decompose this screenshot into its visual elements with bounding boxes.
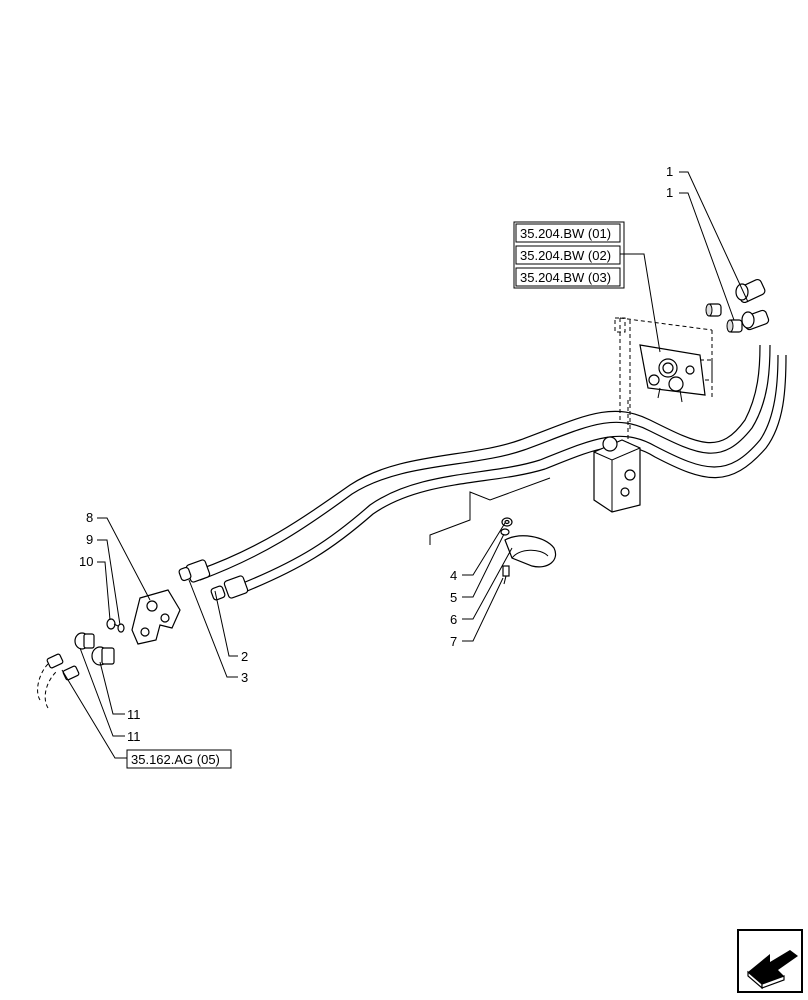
callout-labels: 1 1 2 3 4 5 6 7 8 9 10 11 11: [79, 164, 673, 744]
quick-coupler-couplings: [37, 653, 80, 709]
clamp-washer: [500, 528, 510, 536]
valve-block: [593, 317, 713, 513]
reference-35-204-bw-01[interactable]: 35.204.BW (01): [515, 223, 621, 243]
next-page-arrow-icon[interactable]: [737, 929, 803, 993]
callout-1-upper: 1: [666, 164, 673, 179]
hose-end-fitting-3: [210, 575, 249, 601]
valve-lower-block: [593, 436, 641, 513]
mounting-bracket: [131, 589, 181, 645]
adapter-1-lower: [726, 319, 743, 333]
callout-8: 8: [86, 510, 93, 525]
callout-9: 9: [86, 532, 93, 547]
callout-10: 10: [79, 554, 93, 569]
callout-4: 4: [450, 568, 457, 583]
reference-group-35-204: 35.204.BW (01) 35.204.BW (02) 35.204.BW …: [513, 221, 625, 289]
callout-3: 3: [241, 670, 248, 685]
callout-1-lower: 1: [666, 185, 673, 200]
reference-35-204-bw-03[interactable]: 35.204.BW (03): [515, 267, 621, 287]
hydraulic-hoses: [197, 344, 787, 595]
svg-text:35.204.BW (03): 35.204.BW (03): [520, 270, 611, 285]
elbow-fitting-right-upper: [735, 278, 766, 304]
control-valve: [639, 344, 706, 403]
adapter-1-upper: [705, 303, 722, 317]
callout-6: 6: [450, 612, 457, 627]
cap-fitting-lower: [91, 646, 115, 666]
frame-break-line: [429, 477, 551, 545]
callout-11-lower: 11: [127, 729, 141, 744]
bracket-washer: [117, 623, 125, 633]
cap-fitting-upper: [74, 632, 95, 650]
hose-end-fitting-2: [178, 559, 211, 583]
callout-2: 2: [241, 649, 248, 664]
reference-35-162-ag-05[interactable]: 35.162.AG (05): [126, 749, 232, 769]
svg-text:35.204.BW (01): 35.204.BW (01): [520, 226, 611, 241]
clamp-bolt: [502, 565, 510, 585]
callout-11-upper: 11: [127, 707, 141, 722]
svg-text:35.162.AG (05): 35.162.AG (05): [131, 752, 220, 767]
svg-text:35.204.BW (02): 35.204.BW (02): [520, 248, 611, 263]
callout-5: 5: [450, 590, 457, 605]
elbow-fitting-right-lower: [741, 309, 770, 331]
leader-lines: [61, 171, 749, 759]
callout-7: 7: [450, 634, 457, 649]
reference-35-204-bw-02[interactable]: 35.204.BW (02): [515, 245, 621, 265]
hose-clamp: [504, 535, 557, 568]
